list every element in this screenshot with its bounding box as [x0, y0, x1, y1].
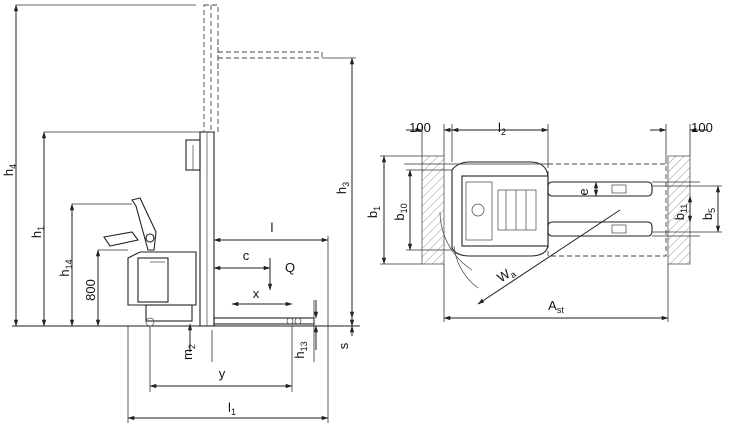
label-y: y — [219, 366, 226, 381]
label-h4: h4 — [1, 164, 18, 176]
label-Wa: Wa — [494, 263, 518, 287]
label-b1: b1 — [365, 206, 382, 218]
label-m2: m2 — [180, 344, 197, 360]
label-e: e — [576, 188, 591, 195]
label-l1: l1 — [228, 400, 236, 417]
label-clear-left: 100 — [409, 120, 431, 135]
pallet-outline — [547, 163, 667, 257]
mast — [185, 131, 215, 327]
label-b5: b5 — [700, 208, 717, 220]
label-800: 800 — [83, 279, 98, 301]
label-b11: b11 — [672, 204, 689, 221]
side-view: h4 h1 h14 800 h3 h13 s m2 l c Q x y l1 — [1, 4, 360, 423]
label-x: x — [253, 286, 260, 301]
raised-mast — [203, 4, 323, 133]
label-l2: l2 — [498, 120, 506, 137]
label-c: c — [243, 248, 250, 263]
label-clear-right: 100 — [691, 120, 713, 135]
truck-topview — [451, 161, 653, 257]
label-h1: h1 — [29, 226, 46, 238]
label-h13: h13 — [292, 341, 309, 358]
label-l: l — [271, 220, 274, 235]
dim-Wa — [477, 209, 621, 305]
label-Ast: Ast — [548, 298, 564, 315]
label-b10: b10 — [392, 203, 409, 220]
label-s: s — [336, 342, 351, 349]
label-Q: Q — [285, 260, 295, 275]
aisle-wall-left — [421, 155, 445, 265]
truck-body — [103, 197, 315, 327]
top-view: 100 l2 100 b1 b10 e b11 b5 Wa Ast — [365, 120, 722, 322]
label-h14: h14 — [57, 259, 74, 276]
label-h3: h3 — [334, 182, 351, 194]
turning-arc — [439, 211, 473, 271]
